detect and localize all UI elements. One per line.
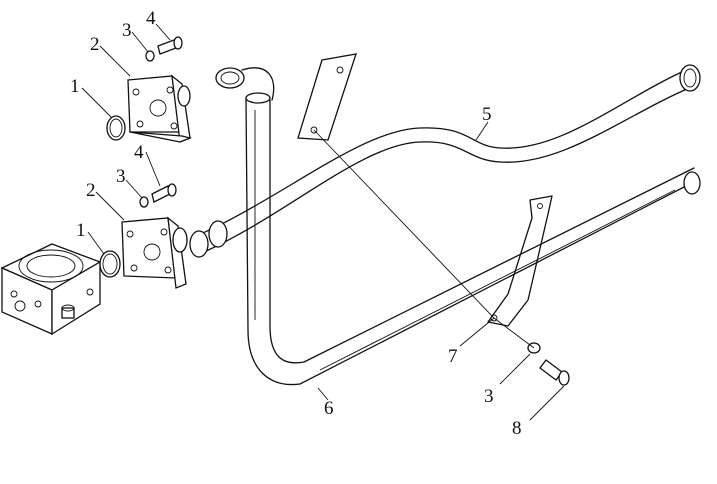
- callout-3-upper: 3: [122, 20, 132, 41]
- pipe-6: [215, 67, 701, 386]
- flange-upper: [127, 74, 193, 143]
- callout-4-lower: 4: [134, 142, 144, 163]
- bracket-7: [487, 195, 553, 327]
- valve-block: [0, 243, 102, 336]
- bolt-lower: [151, 183, 177, 203]
- callout-4-upper: 4: [146, 8, 156, 29]
- callout-5: 5: [482, 104, 492, 125]
- bolt-upper: [157, 36, 183, 55]
- flange-lower: [121, 216, 188, 289]
- bracket-plate: [297, 53, 357, 141]
- callout-8: 8: [512, 418, 522, 439]
- callout-6: 6: [324, 398, 334, 419]
- leader-lines: [81, 23, 565, 421]
- callout-3-right: 3: [484, 386, 494, 407]
- hose-5: [189, 64, 701, 258]
- callout-1-lower: 1: [76, 220, 86, 241]
- callout-1-upper: 1: [70, 76, 80, 97]
- callout-7: 7: [448, 346, 458, 367]
- callout-2-upper: 2: [90, 34, 100, 55]
- bolt-8: [539, 359, 570, 386]
- callout-2-lower: 2: [86, 180, 96, 201]
- callout-3-lower: 3: [116, 166, 126, 187]
- washer-upper: [145, 50, 155, 62]
- washer-lower: [139, 196, 149, 208]
